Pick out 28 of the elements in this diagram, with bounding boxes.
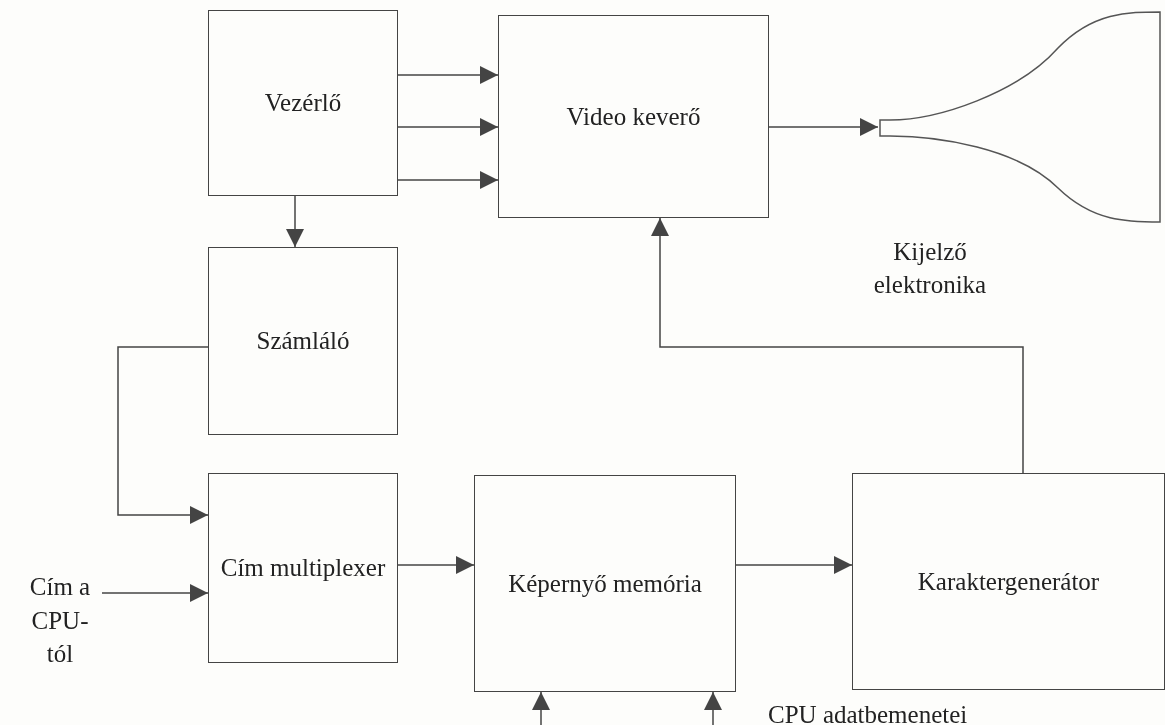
block-box — [474, 475, 736, 692]
arrow — [397, 171, 499, 189]
block-box — [852, 473, 1165, 690]
arrow — [397, 118, 499, 136]
arrow — [704, 691, 722, 725]
node-label: Kijelző elektronika — [872, 237, 988, 300]
input-label: Cím a CPU-tól — [18, 548, 102, 693]
block-label: Számláló — [256, 326, 350, 356]
arrow — [286, 195, 304, 248]
block-box — [208, 247, 398, 435]
arrow — [397, 556, 475, 574]
arrow — [117, 346, 209, 524]
block-box — [208, 10, 398, 196]
block-label: Képernyő memória — [508, 568, 702, 599]
arrow — [101, 584, 209, 602]
display-tube — [878, 8, 1164, 226]
arrow — [651, 217, 1024, 474]
arrow — [735, 556, 853, 574]
block-label: Karaktergenerátor — [917, 566, 1100, 597]
arrow — [397, 66, 499, 84]
block-label: Vezérlő — [264, 88, 342, 118]
block-box — [208, 473, 398, 663]
arrow — [768, 118, 879, 136]
block-box — [498, 15, 769, 218]
arrow — [532, 691, 550, 725]
block-label: Video keverő — [566, 101, 701, 132]
note-label: CPU adatbemenetei — [768, 702, 968, 725]
block-label: Cím multiplexer — [219, 553, 387, 583]
